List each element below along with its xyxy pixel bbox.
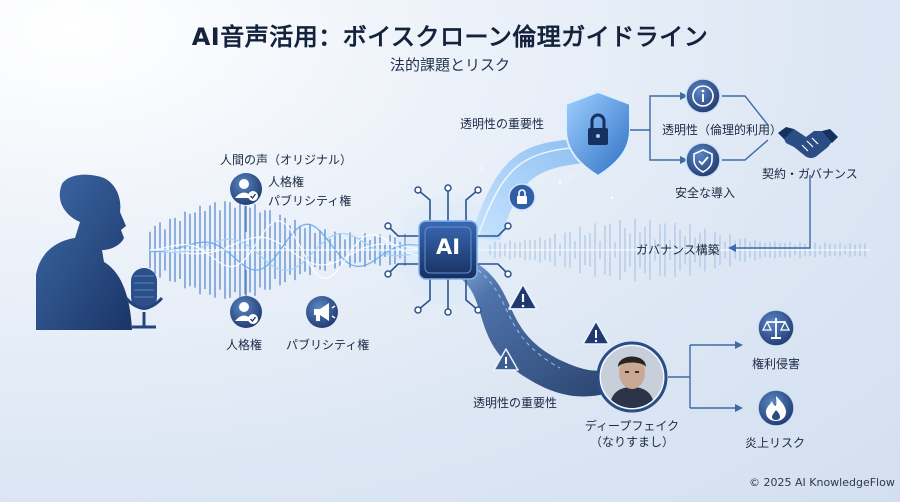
human-voice-label: 人間の声（オリジナル） (220, 153, 353, 167)
deepfake-face-icon (596, 341, 668, 413)
lower-transparency-label: 透明性の重要性 (473, 396, 558, 410)
publicity-right-label: パブリシティ権 (286, 338, 370, 352)
ai-chip-icon (384, 184, 512, 316)
impersonation-label: （なりすまし） (589, 435, 674, 449)
shield-check-icon (685, 142, 721, 178)
safe-adoption-label: 安全な導入 (675, 186, 736, 200)
voice-waveform (149, 200, 870, 300)
page-subtitle: 法的課題とリスク (389, 56, 510, 74)
info-icon (685, 78, 721, 114)
person-badge-icon (230, 173, 262, 205)
warning-icon (582, 320, 610, 345)
scales-icon (757, 309, 795, 347)
ai-chip-label: AI (435, 235, 461, 259)
deepfake-label: ディープフェイク (584, 419, 680, 433)
ethical-transparency-label: 透明性（倫理的利用） (662, 123, 783, 137)
portrait-right-label: 人格権 (226, 338, 263, 352)
fire-icon (757, 389, 795, 427)
upper-transparency-label: 透明性の重要性 (460, 117, 545, 131)
handshake-icon (778, 127, 838, 158)
person-badge-icon (230, 296, 262, 328)
contract-governance-label: 契約・ガバナンス (762, 167, 858, 181)
warning-icon (508, 283, 538, 310)
megaphone-icon (306, 296, 338, 328)
warning-icon (493, 348, 519, 371)
governance-building-label: ガバナンス構築 (636, 243, 720, 257)
right-of-publicity-label: パブリシティ権 (268, 194, 352, 208)
copyright: © 2025 AI KnowledgeFlow (749, 476, 895, 489)
page-title: AI音声活用：ボイスクローン倫理ガイドライン (191, 23, 709, 51)
lower-connectors (668, 344, 735, 409)
lock-icon (508, 183, 536, 211)
person-silhouette-icon (36, 174, 132, 330)
upper-connectors (630, 95, 811, 249)
upper-flow-ribbon (470, 138, 600, 240)
microphone-icon (124, 268, 164, 329)
rights-infringement-label: 権利侵害 (752, 357, 801, 371)
backlash-risk-label: 炎上リスク (745, 436, 806, 450)
shield-lock-icon (565, 90, 631, 178)
right-of-personality-label: 人格権 (268, 175, 305, 189)
